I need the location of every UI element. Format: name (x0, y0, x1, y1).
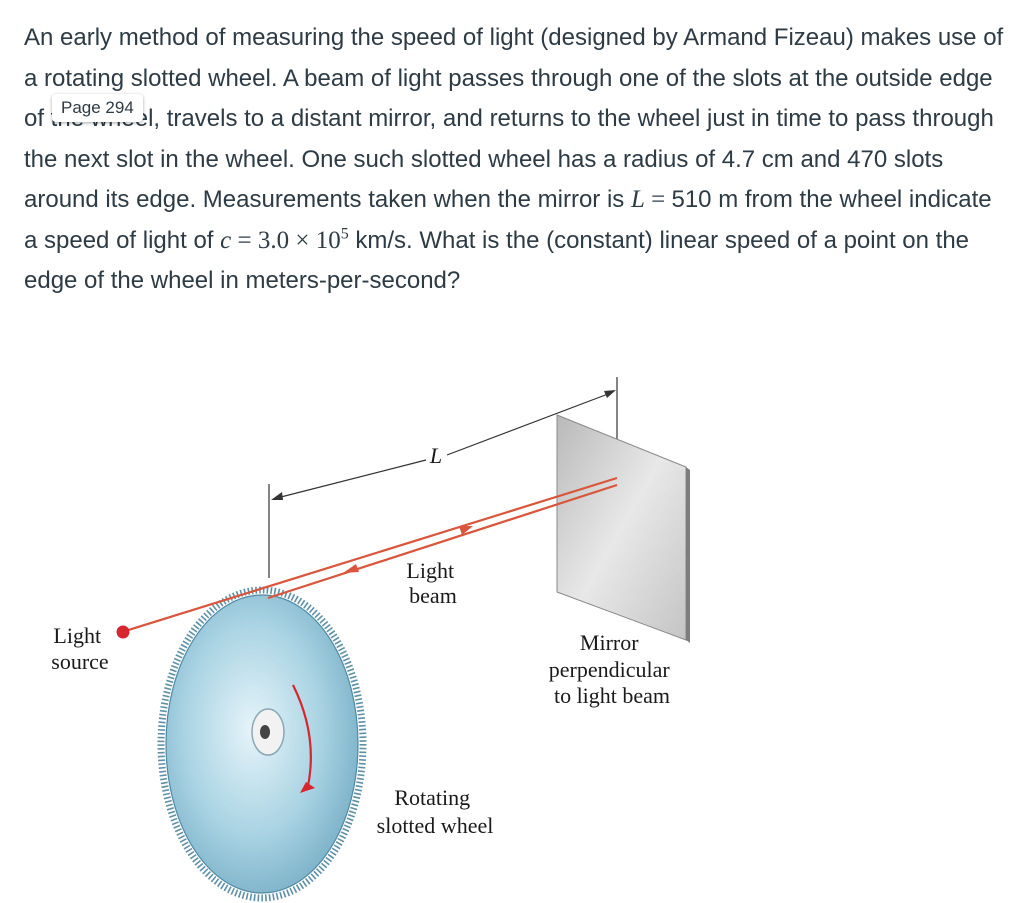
mirror (556, 414, 690, 643)
wheel-label: Rotating slotted wheel (377, 785, 494, 838)
problem-text-part1: An early method of measuring the speed o… (24, 24, 1004, 213)
light-beam-label: Light beam (406, 558, 459, 608)
beam-arrow-back (343, 564, 359, 573)
light-source-label: Light source (51, 623, 108, 674)
problem-text-part3: km/s. What is the (constant) linear spee… (24, 226, 970, 295)
beam-arrow-out (459, 526, 473, 535)
wheel-hub (251, 708, 285, 756)
slotted-wheel (157, 586, 367, 902)
fizeau-apparatus-figure: L Light beam Light source Mirror (51, 377, 690, 902)
rotation-arrow (292, 684, 315, 793)
dimension-arrowhead-right (604, 390, 616, 398)
problem-text: An early method of measuring the speed o… (24, 18, 1009, 302)
returning-beam (267, 483, 618, 600)
distance-symbol: L = (630, 186, 672, 213)
outgoing-beam (121, 476, 618, 634)
dimension-arrowhead-left (271, 492, 283, 500)
light-source-dot (116, 625, 130, 639)
speed-of-light-expression: c = 3.0 × 105 (220, 225, 349, 254)
problem-text-part2: 510 m from the wheel indicate a speed of… (24, 186, 992, 254)
distance-label: L (429, 443, 442, 468)
page-number-badge: Page 294 (52, 94, 143, 122)
mirror-label: Mirror perpendicular to light beam (549, 630, 675, 708)
light-beam (116, 476, 618, 639)
